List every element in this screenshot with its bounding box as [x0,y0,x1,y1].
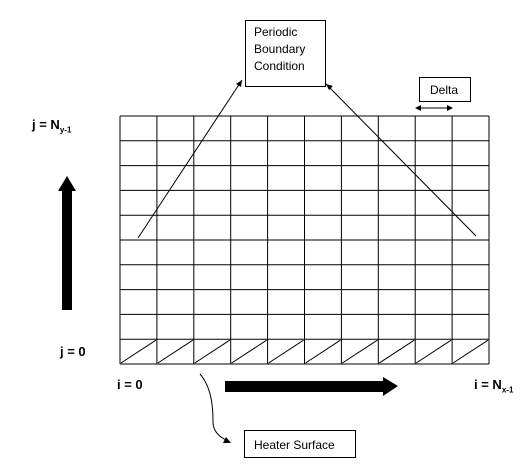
heater-hatch-line [452,339,489,364]
delta-box: Delta [419,77,471,102]
periodic-arrow-right-head [326,84,333,90]
i-left-label: i = 0 [117,377,143,392]
j-direction-arrow-shaft [62,190,72,310]
heater-hatch-line [379,339,415,364]
j-top-sub: y-1 [59,125,72,135]
j-direction-arrow-head [58,176,76,191]
heater-hatch-line [157,339,194,364]
i-right-sub: x-1 [501,385,514,395]
heater-surface-pointer [199,373,227,441]
delta-label: Delta [430,83,459,97]
heater-hatch-line [194,339,230,364]
heater-surface-box: Heater Surface [244,430,356,458]
heater-hatch-line [342,339,378,364]
periodic-boundary-line-3: Condition [254,59,305,73]
i-right-label: i = Nx-1 [474,377,513,395]
heater-hatching [120,339,489,364]
i-right-main: i = N [474,377,502,392]
periodic-boundary-box: Periodic Boundary Condition [245,20,326,87]
periodic-boundary-line-2: Boundary [254,42,306,56]
heater-hatch-line [268,339,304,364]
heater-hatch-line [305,339,341,364]
heater-surface-pointer-head [223,437,231,443]
j-top-main: j = N [32,117,60,132]
delta-arrow-head-right [447,105,453,111]
heater-surface-label: Heater Surface [254,438,335,452]
heater-hatch-line [231,339,267,364]
periodic-arrow-left-head [236,80,242,87]
j-top-label: j = Ny-1 [32,117,71,135]
i-direction-arrow-shaft [225,381,385,392]
periodic-arrow-left [137,79,243,239]
heater-hatch-line [120,339,157,364]
periodic-boundary-line-1: Periodic [254,25,298,39]
periodic-arrow-right [325,83,477,237]
delta-arrow-head-left [415,105,421,111]
heater-hatch-line [415,339,452,364]
j-bottom-label: j = 0 [60,344,86,359]
i-direction-arrow-head [383,377,398,396]
mesh-grid [119,115,490,365]
